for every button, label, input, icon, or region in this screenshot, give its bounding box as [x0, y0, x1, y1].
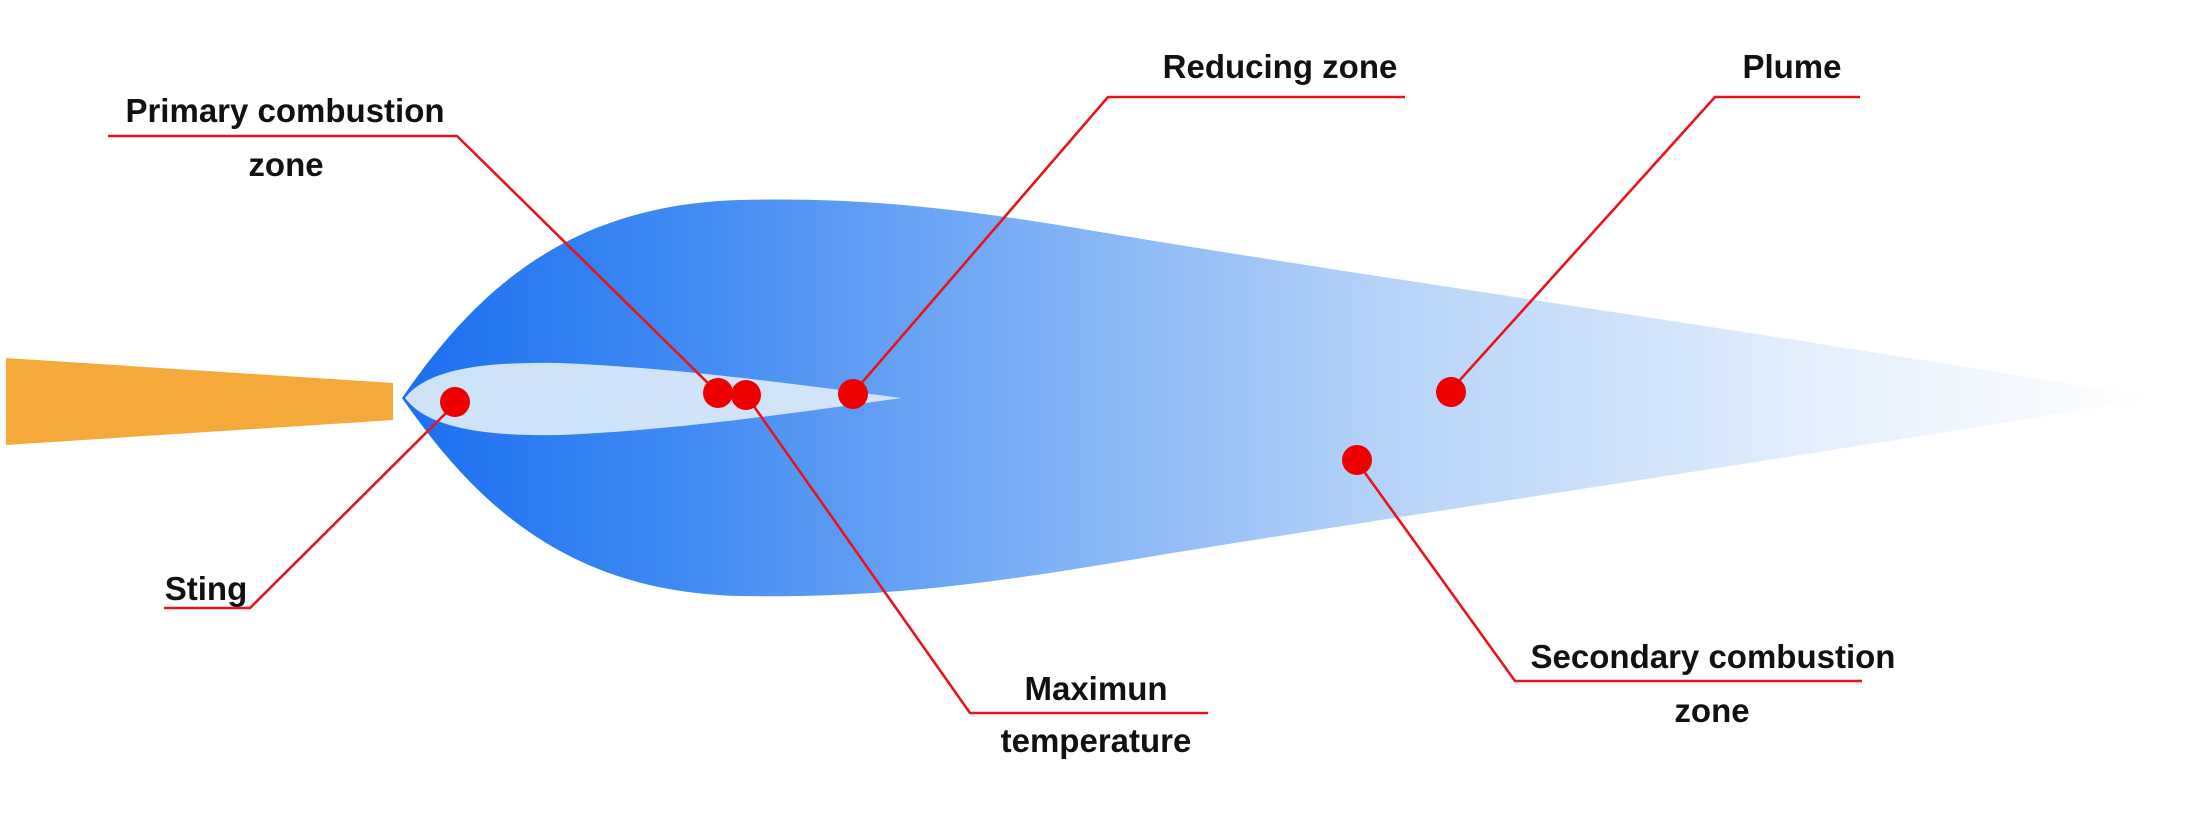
label-maximum-line2: temperature [1001, 722, 1192, 759]
marker-secondary [1342, 445, 1372, 475]
label-maximum-line1: Maximun [1024, 670, 1167, 707]
label-secondary-line2: zone [1674, 692, 1749, 729]
leader-plume [1449, 95, 1860, 392]
leader-reducing [852, 95, 1405, 394]
leader-primary [108, 134, 719, 394]
marker-reducing [838, 379, 868, 409]
flame-body [402, 199, 2150, 597]
marker-plume [1436, 377, 1466, 407]
label-plume: Plume [1742, 48, 1841, 85]
sting-nozzle [6, 358, 393, 445]
label-secondary-line1: Secondary combustion [1531, 638, 1896, 675]
marker-primary [703, 378, 733, 408]
marker-maximum [731, 380, 761, 410]
marker-sting [440, 387, 470, 417]
leader-sting [164, 402, 457, 610]
leader-maximum [746, 397, 1208, 715]
flame-inner-core [405, 362, 902, 436]
label-primary-line1: Primary combustion [125, 92, 444, 129]
label-reducing: Reducing zone [1163, 48, 1398, 85]
label-sting: Sting [165, 570, 247, 607]
leader-secondary [1353, 458, 1862, 683]
label-primary-line2: zone [248, 146, 323, 183]
